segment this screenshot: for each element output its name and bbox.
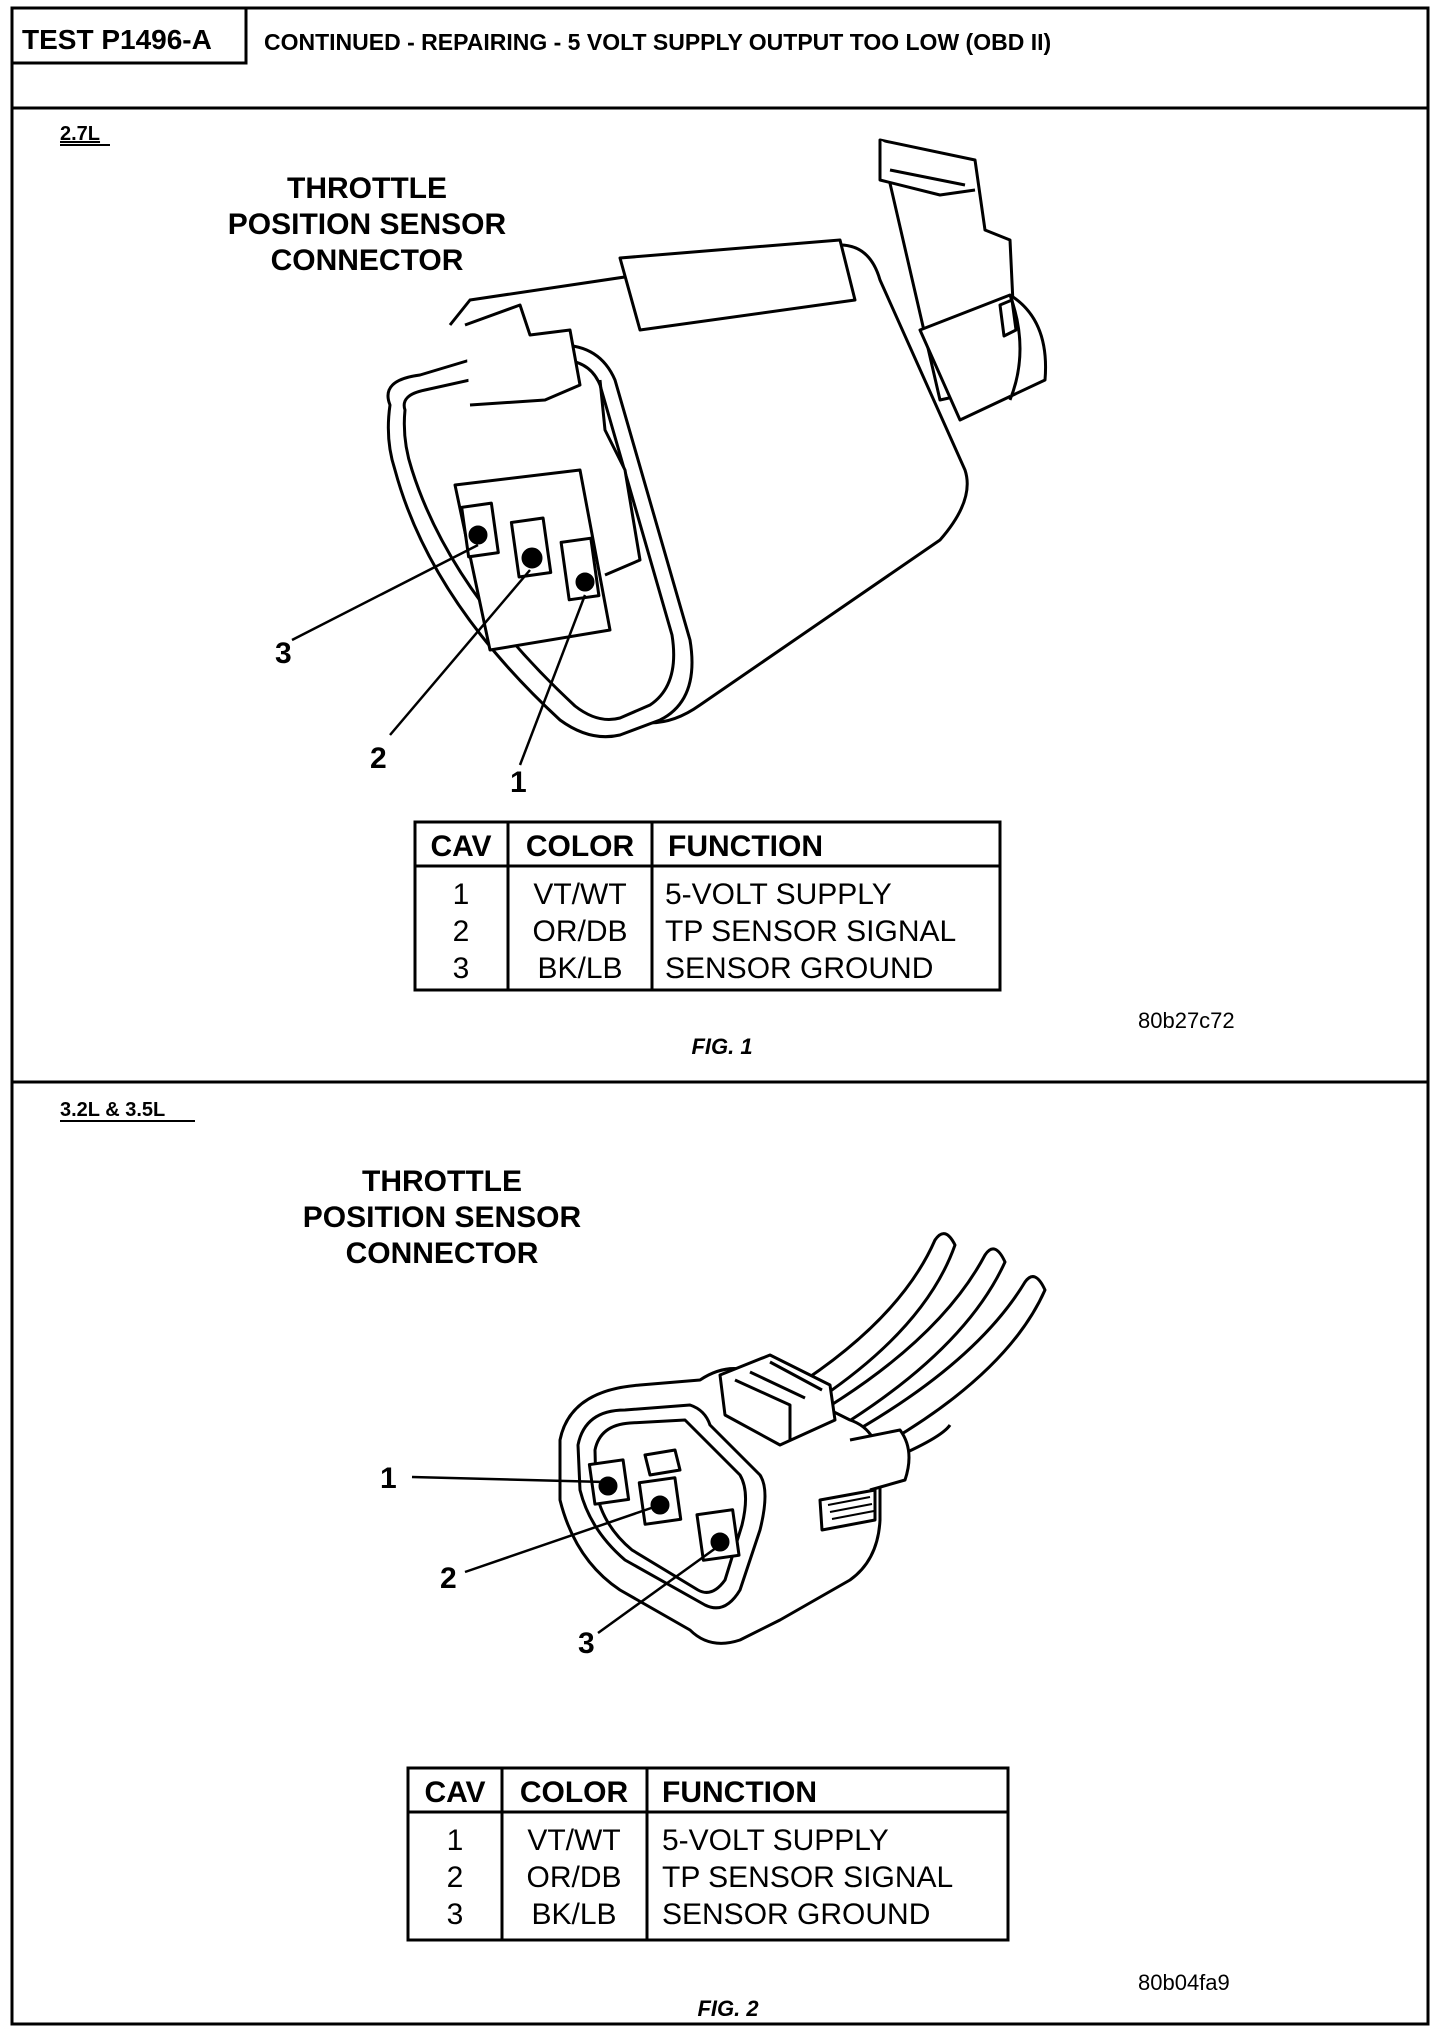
pin-label-3-fig2: 3: [578, 1627, 595, 1660]
pin-leaders-fig1: [291, 543, 587, 766]
table-cell-color: OR/DB: [526, 1861, 621, 1894]
pin-label-2-fig1: 2: [370, 742, 387, 775]
pinout-table-fig2: CAV COLOR FUNCTION 1 VT/WT 5-VOLT SUPPLY…: [406, 1766, 1010, 1942]
pin-label-3-fig1: 3: [275, 637, 292, 670]
table-cell-color: BK/LB: [531, 1898, 616, 1931]
header-title: CONTINUED - REPAIRING - 5 VOLT SUPPLY OU…: [264, 29, 1051, 55]
table-cell-color: OR/DB: [532, 915, 627, 948]
connector-illustration-2-7l: [386, 138, 1048, 739]
test-id: TEST P1496-A: [22, 24, 212, 55]
table-cell-function: SENSOR GROUND: [662, 1898, 930, 1931]
connector-illustration-3-2l-3-5l: [558, 1232, 1047, 1645]
pin-label-1-fig2: 1: [380, 1462, 397, 1495]
table-cell-function: SENSOR GROUND: [665, 952, 933, 985]
pin-leaders-fig2: [411, 1475, 721, 1635]
table-cell-cav: 2: [453, 915, 470, 948]
pinout-table-fig1: CAV COLOR FUNCTION 1 VT/WT 5-VOLT SUPPLY…: [413, 820, 1002, 992]
table-header-function: FUNCTION: [668, 830, 823, 863]
engine-label-fig2: 3.2L & 3.5L: [60, 1099, 165, 1121]
test-id-box: [10, 6, 248, 65]
table-cell-color: VT/WT: [533, 878, 626, 911]
pin-label-2-fig2: 2: [440, 1562, 457, 1595]
page-frame: [10, 6, 1430, 2026]
table-cell-function: 5-VOLT SUPPLY: [665, 878, 892, 911]
fig2-title-line-3: CONNECTOR: [346, 1237, 539, 1270]
table-cell-color: VT/WT: [527, 1824, 620, 1857]
table-header-cav: CAV: [424, 1776, 485, 1809]
table-header-function: FUNCTION: [662, 1776, 817, 1809]
table-cell-cav: 2: [447, 1861, 464, 1894]
figure-caption-fig2: FIG. 2: [697, 1996, 759, 2021]
fig1-title-line-1: THROTTLE: [287, 172, 447, 205]
table-cell-color: BK/LB: [537, 952, 622, 985]
table-cell-cav: 1: [447, 1824, 464, 1857]
table-header-color: COLOR: [526, 830, 635, 863]
table-cell-function: TP SENSOR SIGNAL: [662, 1861, 953, 1894]
pin-label-1-fig1: 1: [510, 766, 527, 799]
fig1-title-line-2: POSITION SENSOR: [228, 208, 507, 241]
table-header-color: COLOR: [520, 1776, 629, 1809]
figure-code-fig2: 80b04fa9: [1138, 1970, 1230, 1995]
table-cell-cav: 3: [447, 1898, 464, 1931]
table-cell-cav: 1: [453, 878, 470, 911]
fig1-title-line-3: CONNECTOR: [271, 244, 464, 277]
table-cell-cav: 3: [453, 952, 470, 985]
table-header-cav: CAV: [430, 830, 491, 863]
table-cell-function: 5-VOLT SUPPLY: [662, 1824, 889, 1857]
table-cell-function: TP SENSOR SIGNAL: [665, 915, 956, 948]
fig2-title-line-2: POSITION SENSOR: [303, 1201, 582, 1234]
figure-caption-fig1: FIG. 1: [691, 1034, 752, 1059]
fig2-title-line-1: THROTTLE: [362, 1165, 522, 1198]
engine-label-fig1: 2.7L: [60, 123, 100, 145]
figure-code-fig1: 80b27c72: [1138, 1008, 1235, 1033]
